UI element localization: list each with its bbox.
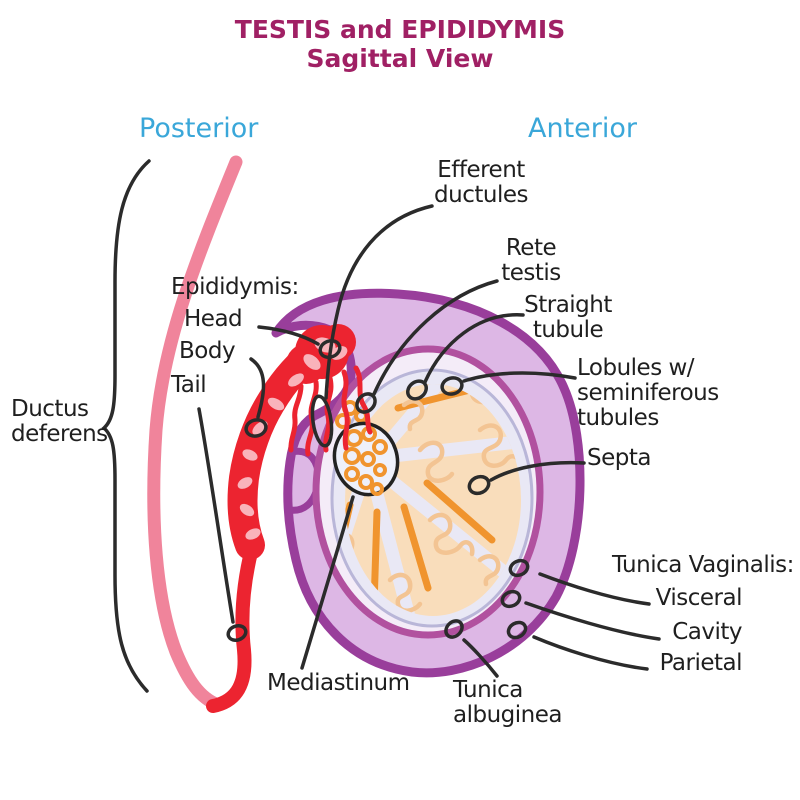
- leader-mediastinum: [300, 495, 355, 670]
- diagram-title-line1: TESTIS and EPIDIDYMIS: [234, 15, 566, 44]
- label-septa: Septa: [587, 445, 651, 471]
- ductus-deferens-brace: [101, 159, 151, 693]
- label-epididymis-tail: Tail: [171, 372, 207, 398]
- label-rete-testis: Rete testis: [501, 235, 561, 286]
- leader-tail: [197, 407, 235, 624]
- orientation-anterior: Anterior: [528, 113, 638, 144]
- label-efferent-ductules: Efferent ductules: [434, 157, 528, 208]
- label-epididymis-body: Body: [179, 338, 236, 364]
- leader-efferent-ductules: [324, 204, 434, 400]
- testis-lobules: [345, 384, 521, 616]
- leader-septa: [489, 460, 586, 482]
- label-tunica-vaginalis-header: Tunica Vaginalis:: [612, 552, 794, 578]
- label-lobules: Lobules w/ seminiferous tubules: [577, 355, 719, 431]
- label-cavity: Cavity: [672, 619, 742, 645]
- ductus-deferens-red-limb: [206, 541, 259, 713]
- leader-body: [249, 357, 266, 419]
- leader-visceral: [538, 572, 651, 606]
- ductus-deferens-pink-limb: [147, 155, 243, 712]
- leader-straight-tubule: [423, 313, 525, 384]
- label-visceral: Visceral: [655, 585, 743, 611]
- leader-lobules: [462, 371, 577, 383]
- label-parietal: Parietal: [659, 650, 743, 676]
- label-straight-tubule: Straight tubule: [524, 292, 612, 343]
- orientation-posterior: Posterior: [139, 113, 259, 144]
- label-epididymis-head: Head: [184, 306, 243, 332]
- leader-parietal: [532, 635, 649, 671]
- label-mediastinum: Mediastinum: [267, 670, 410, 696]
- leader-rete-testis: [372, 279, 499, 396]
- leader-lines: [101, 159, 661, 693]
- diagram-title-line2: Sagittal View: [306, 44, 494, 73]
- label-epididymis-header: Epididymis:: [171, 274, 299, 300]
- label-tunica-albuginea: Tunica albuginea: [453, 677, 562, 728]
- leader-tunica-albuginea: [462, 638, 499, 678]
- label-ductus-deferens: Ductus deferens: [11, 396, 108, 447]
- leader-cavity: [524, 601, 661, 641]
- leader-head: [257, 325, 320, 346]
